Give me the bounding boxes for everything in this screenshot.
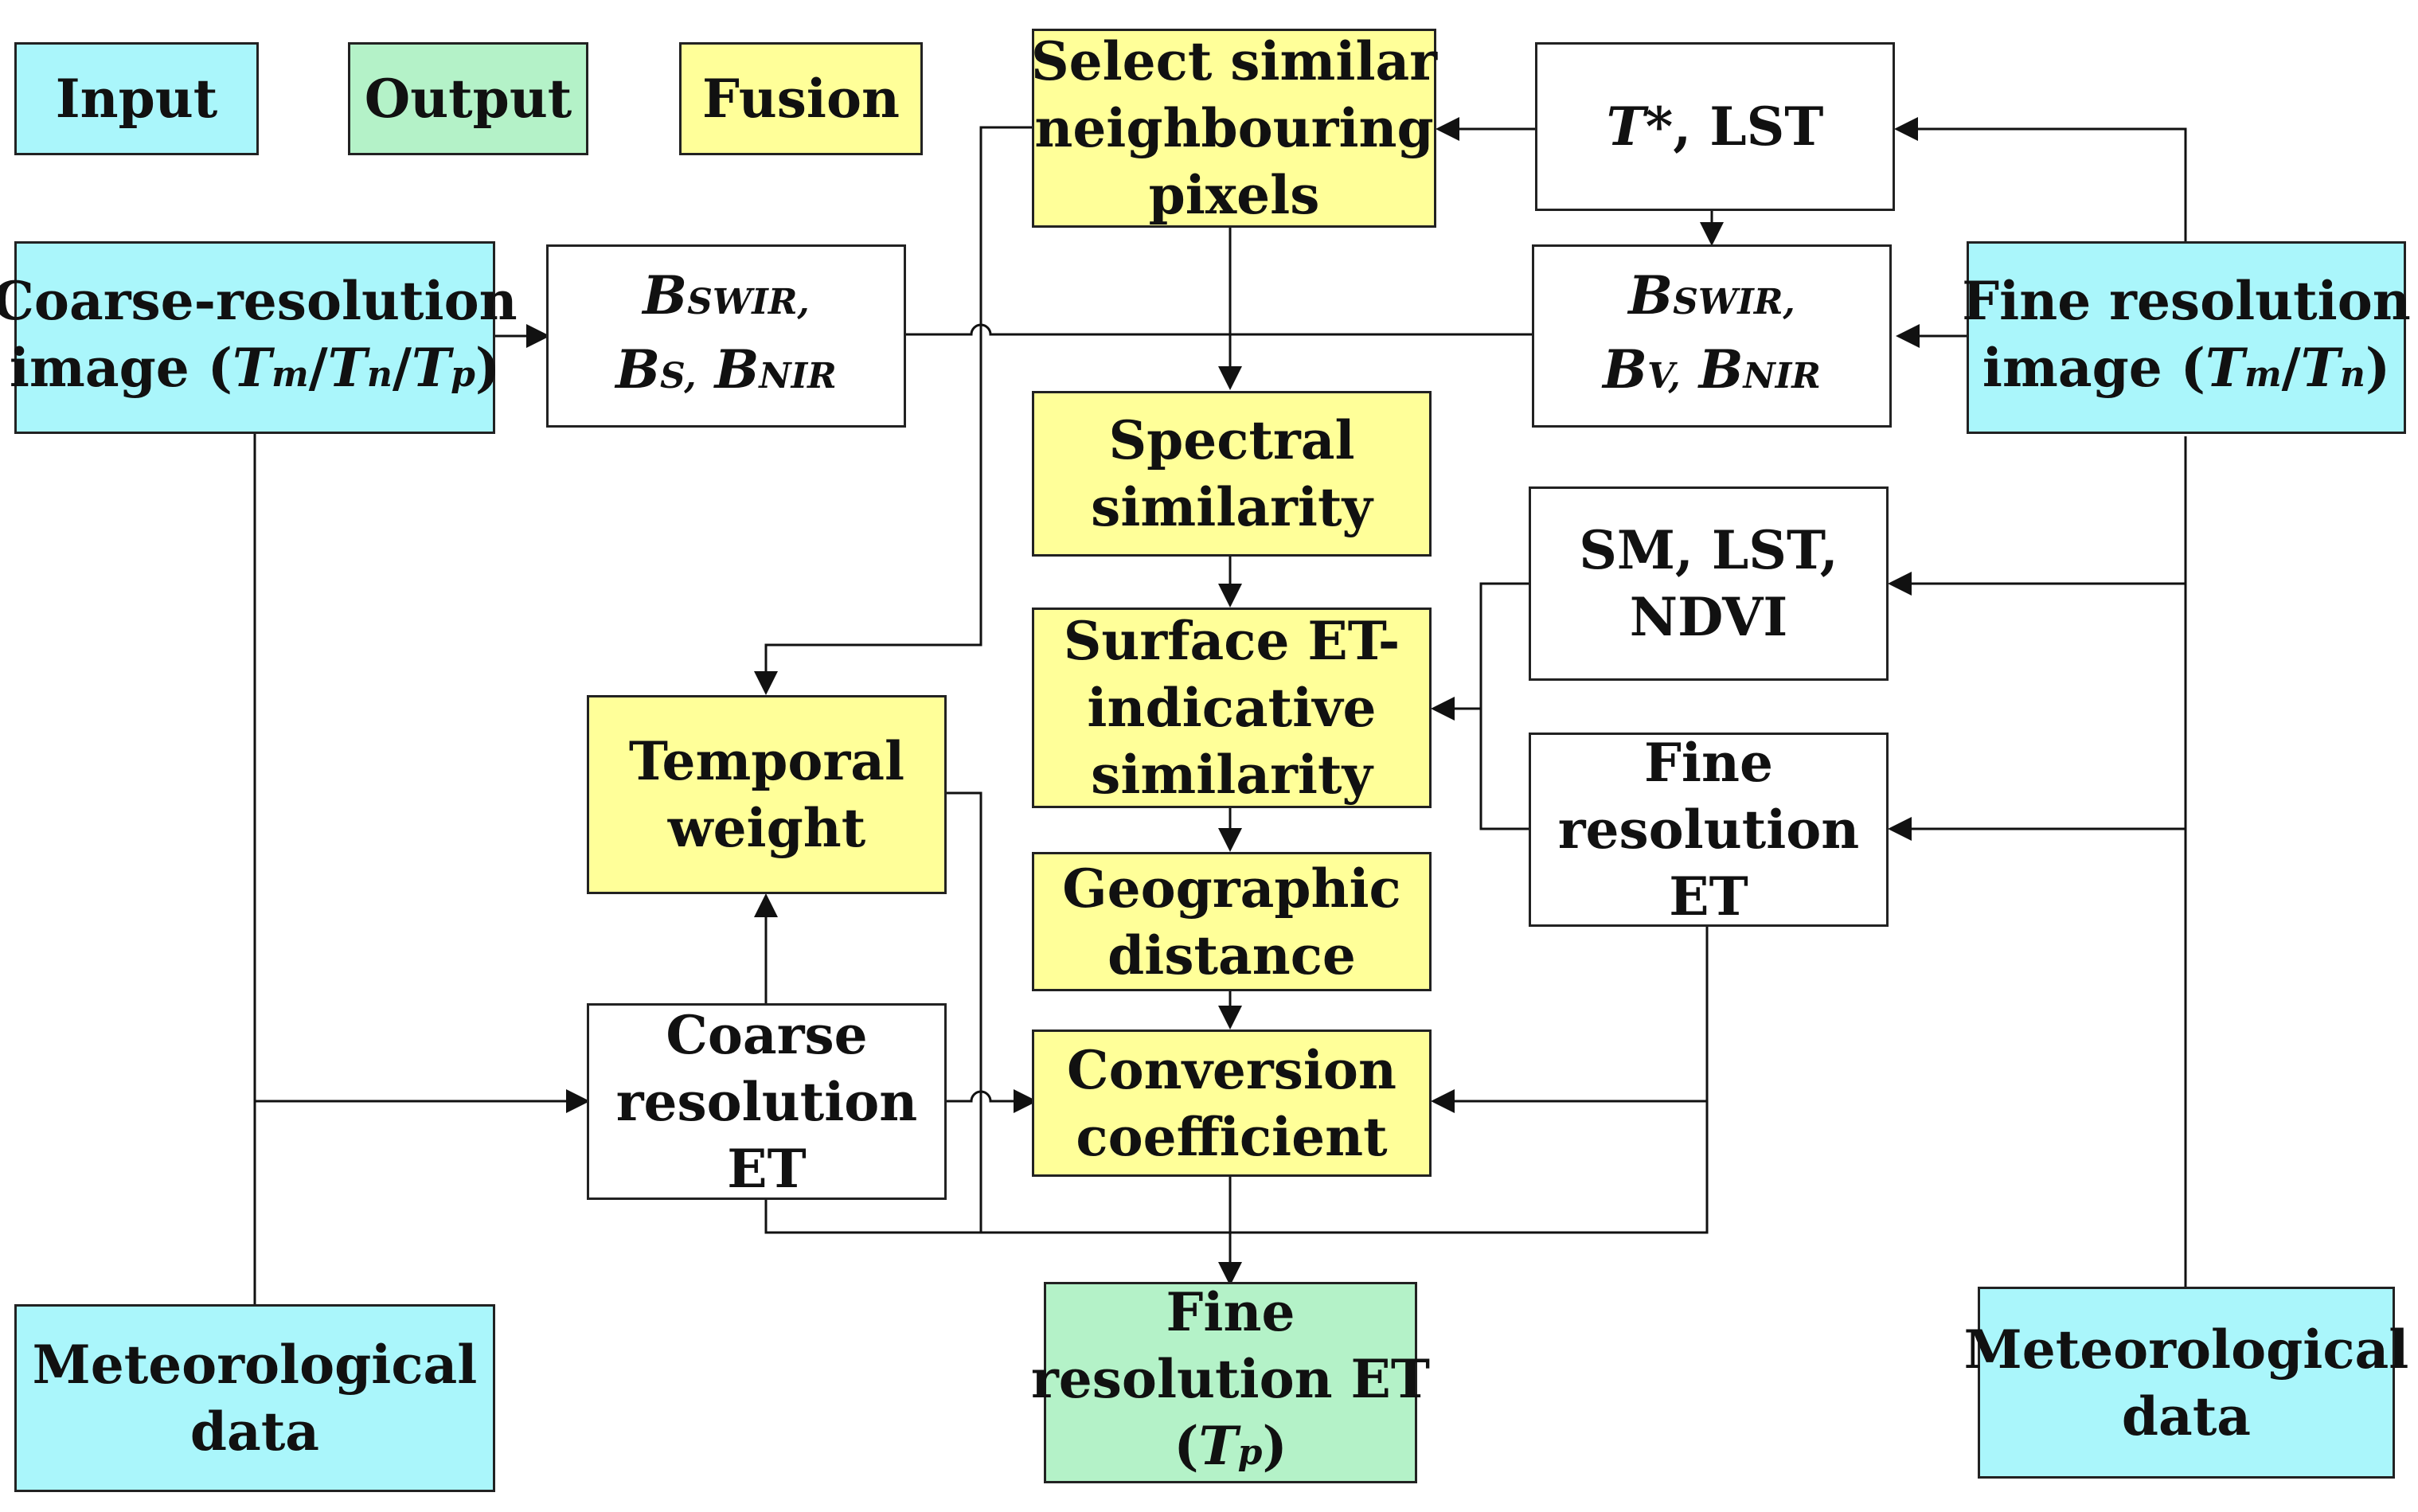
legend-input: Input [14, 42, 259, 155]
temporal-line2: weight [667, 797, 866, 859]
coarse-et-line2: resolution [615, 1070, 918, 1133]
legend-fusion: Fusion [679, 42, 923, 155]
surface-line2: indicative [1087, 677, 1377, 739]
coarse-et-line1: Coarse [666, 1003, 868, 1066]
coarse-image-line1: Coarse-resolution [0, 269, 518, 332]
edge-coarse-et-to-conversion [946, 1089, 1037, 1113]
fine-image-line1: Fine resolution [1962, 269, 2411, 332]
fine-et-line2: resolution [1557, 799, 1860, 861]
node-coarse-resolution-image: Coarse-resolution image (Tm/Tn/Tp) [0, 241, 518, 434]
fine-et-line3: ET [1669, 865, 1748, 928]
node-fine-resolution-et-output: Fine resolution ET (Tp) [1031, 1281, 1430, 1483]
node-spectral-similarity: Spectral similarity [1032, 391, 1432, 557]
edge-bands-link [905, 323, 1533, 336]
edge-fine-image-to-tstar [1894, 117, 2187, 243]
legend-fusion-label: Fusion [702, 68, 900, 130]
coarse-et-line3: ET [727, 1137, 807, 1200]
fine-bands-line1: BSWIR, [1628, 264, 1795, 326]
edge-bottom-bus [764, 1101, 1709, 1234]
met-right-line2: data [2121, 1385, 2252, 1448]
fine-bands-line2: BV, BNIR [1603, 338, 1821, 400]
output-line2: resolution ET [1031, 1348, 1430, 1410]
fine-et-line1: Fine [1644, 732, 1773, 794]
node-tstar-lst: T*, LST [1535, 42, 1895, 211]
met-left-line2: data [189, 1401, 320, 1463]
output-line3: (Tp) [1174, 1415, 1287, 1477]
legend-output-label: Output [364, 68, 572, 130]
edge-select-to-temporal [754, 126, 1033, 695]
temporal-line1: Temporal [628, 730, 905, 792]
node-select-similar-pixels: Select similar neighbouring pixels [1030, 29, 1438, 228]
select-line2: neighbouring [1034, 97, 1434, 159]
spectral-line2: similarity [1091, 476, 1373, 538]
met-right-line1: Meteorological [1963, 1318, 2409, 1381]
node-coarse-bands: BSWIR, BS, BNIR [546, 244, 906, 428]
fine-image-line2: image (Tm/Tn) [1982, 336, 2391, 399]
node-meteorological-data-right: Meteorological data [1964, 1287, 2408, 1479]
geo-line2: distance [1107, 924, 1356, 987]
spectral-line1: Spectral [1108, 409, 1355, 471]
output-line1: Fine [1166, 1281, 1295, 1343]
node-sm-lst-ndvi: SM, LST, NDVI [1529, 486, 1889, 681]
select-line3: pixels [1148, 164, 1320, 226]
coarse-bands-line1: BSWIR, [643, 264, 810, 326]
surface-line3: similarity [1091, 744, 1373, 806]
geo-line1: Geographic [1062, 857, 1401, 920]
select-line1: Select similar [1030, 30, 1438, 92]
node-meteorological-data-left: Meteorological data [14, 1304, 495, 1492]
edge-temporal-to-bus [946, 791, 982, 1233]
coarse-image-line2: image (Tm/Tn/Tp) [9, 336, 501, 399]
surface-line1: Surface ET- [1063, 610, 1400, 672]
conversion-line1: Conversion [1067, 1038, 1397, 1101]
node-fine-resolution-image: Fine resolution image (Tm/Tn) [1962, 241, 2411, 434]
node-geographic-distance: Geographic distance [1032, 852, 1432, 991]
node-coarse-resolution-et: Coarse resolution ET [587, 1003, 947, 1200]
edge-sm-bracket [1479, 582, 1532, 830]
legend-output: Output [348, 42, 588, 155]
node-conversion-coefficient: Conversion coefficient [1032, 1029, 1432, 1177]
coarse-bands-line2: BS, BNIR [615, 338, 837, 400]
tstar-lst-label: T*, LST [1606, 96, 1824, 158]
sm-line1: SM, LST, [1579, 519, 1838, 581]
node-temporal-weight: Temporal weight [587, 695, 947, 894]
node-fine-bands: BSWIR, BV, BNIR [1532, 244, 1892, 428]
node-surface-et-similarity: Surface ET- indicative similarity [1032, 608, 1432, 808]
node-fine-resolution-et: Fine resolution ET [1529, 732, 1889, 928]
conversion-line2: coefficient [1076, 1105, 1388, 1168]
sm-line2: NDVI [1629, 586, 1788, 648]
met-left-line1: Meteorological [32, 1334, 478, 1396]
legend-input-label: Input [55, 68, 218, 130]
edge-fine-et-to-conversion [1431, 925, 1709, 1113]
